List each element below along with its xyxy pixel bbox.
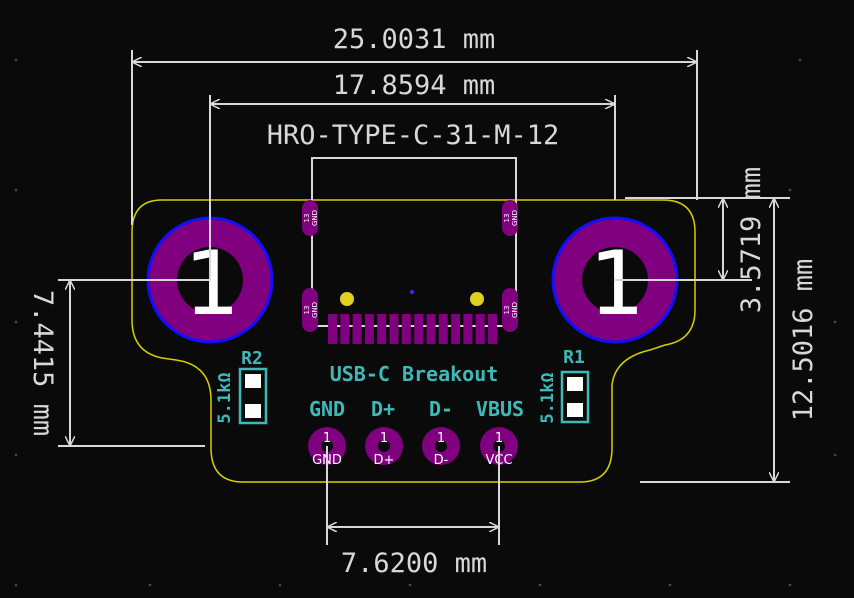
svg-text:1: 1 [323, 431, 331, 446]
connector-marker-dot [410, 290, 414, 294]
grid-dot [538, 583, 542, 587]
pin-dminus[interactable]: 1 D- [422, 427, 460, 468]
svg-text:1: 1 [380, 431, 388, 446]
pin-dplus[interactable]: 1 D+ [365, 427, 403, 468]
r2-value: 5.1kΩ [215, 372, 235, 423]
svg-text:13: 13 [503, 214, 511, 223]
signal-pad[interactable] [488, 314, 497, 344]
signal-pad[interactable] [401, 314, 411, 344]
svg-text:13: 13 [303, 306, 311, 315]
silk-label-gnd: GND [309, 397, 345, 421]
svg-text:GND: GND [511, 210, 519, 226]
shield-pad-bottom-left[interactable]: 13 GND [302, 288, 319, 332]
svg-text:13: 13 [303, 214, 311, 223]
signal-pad[interactable] [377, 314, 387, 344]
grid-dot [14, 583, 18, 587]
via-right [470, 292, 484, 306]
dimension-pin-span-label: 7.6200 mm [341, 548, 487, 579]
dimension-height-left: 7.4415 mm [27, 279, 210, 447]
via-left [340, 292, 354, 306]
shield-pad-bottom-right[interactable]: 13 GND [502, 288, 519, 332]
grid-dot [148, 583, 152, 587]
grid-dots [14, 58, 837, 587]
silk-label-dplus: D+ [371, 397, 395, 421]
grid-dot [788, 583, 792, 587]
signal-pad[interactable] [352, 314, 362, 344]
svg-text:1: 1 [495, 431, 503, 446]
grid-dot [788, 188, 792, 192]
signal-pad[interactable] [426, 314, 436, 344]
signal-pad[interactable] [364, 314, 374, 344]
grid-dot [14, 58, 18, 62]
board-title: USB-C Breakout [330, 362, 499, 386]
mount-hole-left-number: 1 [184, 232, 240, 335]
svg-text:GND: GND [311, 210, 319, 226]
grid-dot [278, 583, 282, 587]
silk-label-vbus: VBUS [476, 397, 524, 421]
signal-pad[interactable] [414, 314, 424, 344]
svg-text:GND: GND [311, 302, 319, 318]
grid-dot [668, 583, 672, 587]
grid-dot [14, 188, 18, 192]
dimension-pin-span: 7.6200 mm [326, 446, 500, 579]
dimension-width-top: 25.0031 mm [131, 24, 698, 225]
grid-dot [833, 453, 837, 457]
mount-hole-right-number: 1 [589, 232, 645, 335]
connector-reference: HRO-TYPE-C-31-M-12 [267, 120, 560, 151]
grid-dot [14, 453, 18, 457]
grid-dot [798, 58, 802, 62]
dimension-width-top-label: 25.0031 mm [333, 24, 496, 55]
svg-text:GND: GND [511, 302, 519, 318]
grid-dot [14, 320, 18, 324]
grid-dot [833, 320, 837, 324]
r1-value: 5.1kΩ [538, 372, 558, 423]
svg-text:D+: D+ [374, 453, 395, 468]
dimension-width-inner: 17.8594 mm [209, 70, 616, 280]
signal-pad[interactable] [463, 314, 473, 344]
connector-body [311, 157, 517, 327]
silk-label-dminus: D- [429, 397, 453, 421]
dimension-height-total: 12.5016 mm [640, 197, 819, 483]
svg-text:1: 1 [437, 431, 445, 446]
signal-pad[interactable] [475, 314, 485, 344]
shield-pad-top-left[interactable]: 13 GND [302, 200, 319, 236]
signal-pad[interactable] [389, 314, 399, 344]
r1-reference: R1 [563, 347, 585, 368]
dimension-width-inner-label: 17.8594 mm [333, 70, 496, 101]
dimension-height-small: 3.5719 mm [615, 167, 767, 313]
resistor-r2[interactable]: R2 5.1kΩ [215, 348, 268, 425]
resistor-r1[interactable]: R1 5.1kΩ [538, 347, 590, 424]
shield-pad-top-right[interactable]: 13 GND [502, 200, 519, 236]
signal-pad[interactable] [328, 314, 337, 344]
svg-text:D-: D- [434, 453, 449, 468]
grid-dot [408, 583, 412, 587]
dimension-height-left-label: 7.4415 mm [27, 290, 58, 436]
signal-pad[interactable] [438, 314, 448, 344]
signal-pad[interactable] [340, 314, 350, 344]
r2-reference: R2 [241, 348, 263, 369]
connector-signal-pads [328, 314, 497, 344]
usb-c-connector: 13 GND 13 GND 13 GND 13 GND [302, 157, 519, 344]
dimension-height-total-label: 12.5016 mm [788, 259, 819, 422]
dimension-height-small-label: 3.5719 mm [736, 167, 767, 313]
svg-text:13: 13 [503, 306, 511, 315]
signal-pad[interactable] [451, 314, 461, 344]
board-outline [131, 199, 696, 483]
